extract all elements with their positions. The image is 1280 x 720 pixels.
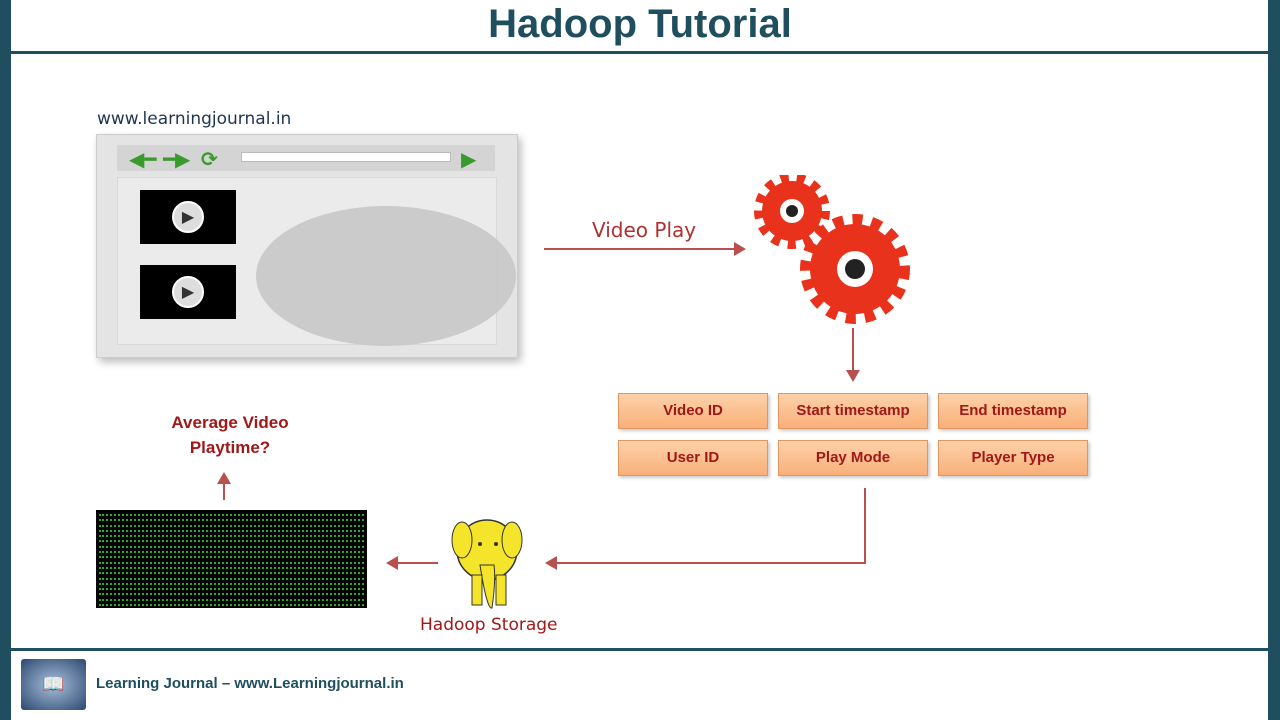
arrow-head	[545, 556, 557, 570]
globe-icon	[256, 206, 516, 346]
go-icon: ▶	[461, 147, 477, 171]
back-arrow-icon: ◀━	[129, 147, 157, 171]
forward-arrow-icon: ━▶	[163, 147, 191, 171]
arrow-to-question	[223, 484, 225, 500]
address-bar	[241, 152, 451, 162]
arrow-head	[217, 472, 231, 484]
title-divider	[11, 51, 1268, 54]
left-border	[0, 0, 11, 720]
arrow-head	[846, 370, 860, 382]
arrow-to-storage	[556, 562, 866, 564]
field-play-mode: Play Mode	[778, 440, 928, 476]
video-thumbnail: ▶	[140, 265, 236, 319]
website-url: www.learningjournal.in	[97, 109, 292, 129]
learning-journal-logo: 📖	[21, 659, 86, 710]
field-user-id: User ID	[618, 440, 768, 476]
gears-icon	[754, 175, 910, 324]
browser-illustration: ◀━ ━▶ ⟳ ▶ ▶ ▶	[96, 134, 518, 358]
question-line-2: Playtime?	[189, 438, 271, 457]
footer-divider	[11, 648, 1268, 651]
right-border	[1268, 0, 1280, 720]
video-play-label: Video Play	[592, 218, 697, 242]
page-title: Hadoop Tutorial	[488, 2, 792, 46]
footer-text: Learning Journal – www.Learningjournal.i…	[96, 675, 404, 692]
field-video-id: Video ID	[618, 393, 768, 429]
play-icon: ▶	[172, 201, 204, 233]
video-thumbnail: ▶	[140, 190, 236, 244]
arrow-head	[734, 242, 746, 256]
arrow-to-storage	[864, 488, 866, 564]
question-line-1: Average Video	[171, 413, 289, 432]
hadoop-storage-label: Hadoop Storage	[420, 615, 558, 635]
arrow-to-fields	[852, 328, 854, 372]
arrow-to-gears	[544, 248, 736, 250]
field-player-type: Player Type	[938, 440, 1088, 476]
field-start-timestamp: Start timestamp	[778, 393, 928, 429]
browser-page: ▶ ▶	[117, 177, 516, 346]
field-end-timestamp: End timestamp	[938, 393, 1088, 429]
arrow-to-data	[398, 562, 438, 564]
hadoop-elephant-icon	[451, 519, 523, 609]
raw-data-terminal	[96, 510, 367, 608]
play-icon: ▶	[172, 276, 204, 308]
arrow-head	[386, 556, 398, 570]
browser-toolbar: ◀━ ━▶ ⟳ ▶	[117, 145, 495, 171]
refresh-icon: ⟳	[201, 147, 218, 171]
question-label: Average Video Playtime?	[140, 410, 320, 460]
